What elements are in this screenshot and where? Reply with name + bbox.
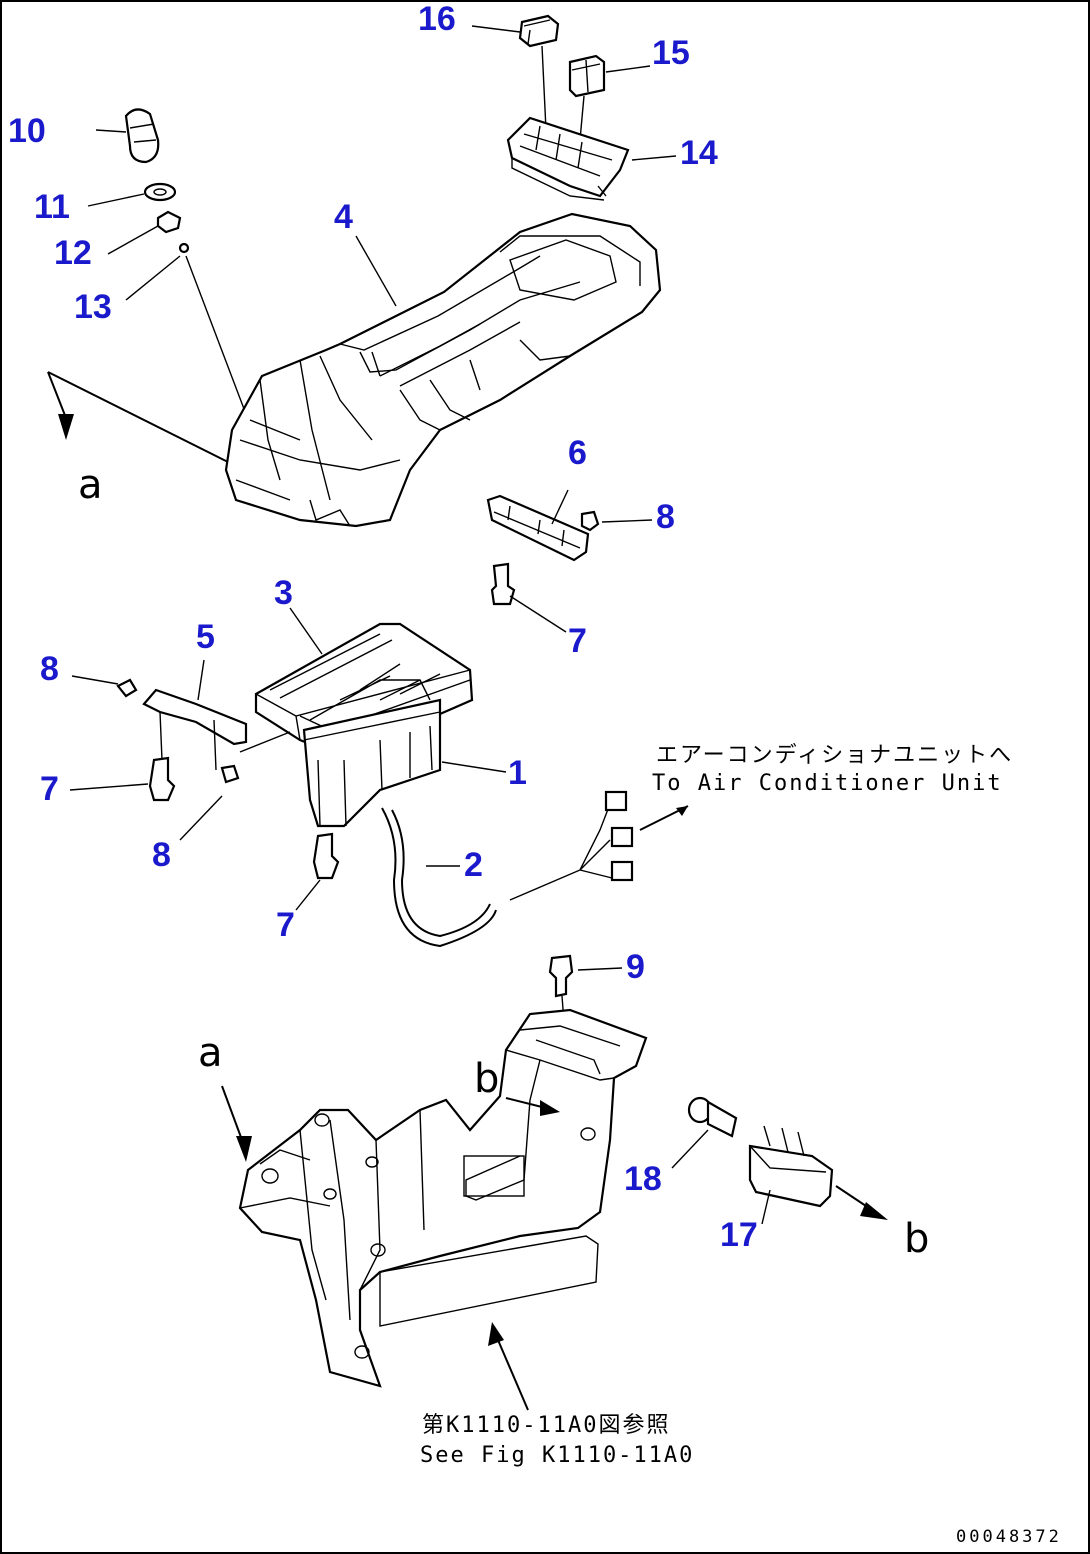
part-7-bolt-lower (312, 832, 340, 880)
callout-14: 14 (680, 134, 718, 172)
part-18-plug (687, 1096, 738, 1138)
view-letter-b-right: b (904, 1216, 929, 1262)
part-13-pin (178, 242, 253, 431)
view-letter-b-left: b (474, 1056, 499, 1102)
callout-15: 15 (652, 34, 690, 72)
note-air-conditioner-jp: エアーコンディショナユニットへ (656, 743, 1013, 768)
part-8-clip-left (116, 678, 138, 698)
leader-lines (69, 25, 771, 1225)
callout-8-lower: 8 (152, 836, 171, 874)
notes: エアーコンディショナユニットへ To Air Conditioner Unit … (420, 743, 1013, 1468)
callout-13: 13 (74, 288, 112, 326)
callout-4: 4 (334, 198, 353, 236)
callout-10: 10 (8, 112, 46, 150)
view-arrows (47, 371, 888, 1411)
part-1-housing (302, 698, 442, 828)
callout-9: 9 (626, 948, 645, 986)
callout-7-lower: 7 (276, 906, 295, 944)
callout-12: 12 (54, 234, 92, 272)
part-2-harness (381, 790, 689, 948)
callout-8-right: 8 (656, 498, 675, 536)
view-letter-a-top: a (78, 462, 103, 508)
callout-8-left: 8 (40, 650, 59, 688)
callout-1: 1 (508, 754, 527, 792)
callout-17: 17 (720, 1216, 758, 1254)
note-air-conditioner-en: To Air Conditioner Unit (652, 771, 1003, 796)
part-17-relay (748, 1125, 834, 1208)
callout-5: 5 (196, 618, 215, 656)
view-letter-a-lower: a (198, 1030, 223, 1076)
callout-7-upper: 7 (568, 622, 587, 660)
callout-16: 16 (418, 0, 456, 38)
part-11-washer (143, 182, 177, 202)
part-8-clip-lower (220, 764, 240, 784)
callout-7-left: 7 (40, 770, 59, 808)
callout-labels: 16 15 14 10 11 12 13 4 6 8 7 3 5 8 7 8 1… (8, 0, 758, 1254)
part-7-bolt-upper (490, 562, 516, 606)
part-14-switch-panel (506, 116, 630, 201)
drawing-number: 00048372 (956, 1527, 1062, 1547)
part-16-switch (518, 14, 560, 131)
part-8-clip-right (580, 510, 600, 532)
note-see-fig-en: See Fig K1110-11A0 (420, 1443, 694, 1468)
part-6-bracket (486, 494, 590, 562)
part-7-bolt-left (148, 756, 176, 802)
note-see-fig-jp: 第K1110-11A0図参照 (422, 1413, 670, 1438)
part-10-knob (124, 108, 160, 164)
view-letters: a a b b (78, 462, 929, 1262)
part-15-switch (568, 54, 606, 141)
callout-2: 2 (464, 846, 483, 884)
callout-11: 11 (34, 188, 70, 226)
callout-6: 6 (568, 434, 587, 472)
part-5-bracket (142, 688, 248, 771)
callout-3: 3 (274, 574, 293, 612)
part-4-console-cover (224, 212, 662, 528)
callout-18: 18 (624, 1160, 662, 1198)
